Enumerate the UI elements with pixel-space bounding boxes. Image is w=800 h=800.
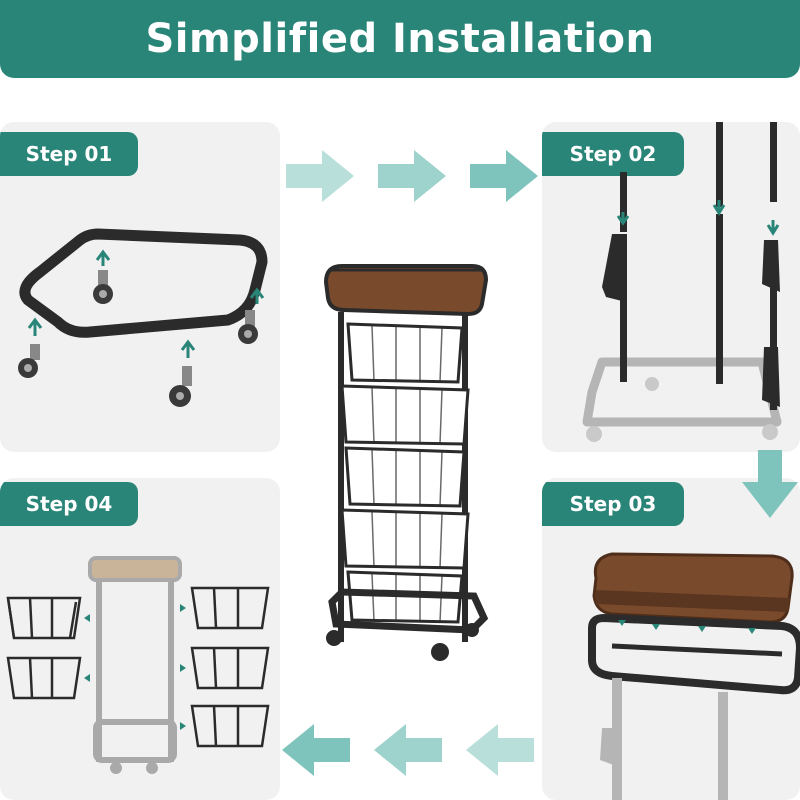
- title-banner: Simplified Installation: [0, 0, 800, 78]
- posts-assembly-illustration: [582, 122, 782, 442]
- step-04-label: Step 04: [25, 492, 113, 516]
- baskets-installation-illustration: [6, 556, 270, 774]
- step-03-panel: Step 03: [542, 478, 800, 800]
- step-04-panel: Step 04: [0, 478, 280, 800]
- caster-icon: [238, 287, 265, 344]
- caster-icon: [93, 249, 113, 304]
- page-title: Simplified Installation: [145, 16, 655, 62]
- arrow-right-icon: [470, 150, 538, 202]
- step-01-panel: Step 01: [0, 122, 280, 452]
- arrow-right-icon: [286, 150, 354, 202]
- step-03-tag: Step 03: [542, 482, 684, 526]
- arrow-left-icon: [466, 724, 534, 776]
- tabletop-installation-illustration: [588, 552, 800, 800]
- base-frame-with-casters-illustration: [18, 228, 268, 407]
- finished-cart-illustration: [323, 264, 489, 661]
- step-02-panel: Step 02: [542, 122, 800, 452]
- caster-icon: [18, 317, 43, 378]
- step-01-label: Step 01: [25, 142, 113, 166]
- caster-icon: [169, 339, 196, 407]
- step-01-tag: Step 01: [0, 132, 138, 176]
- arrow-left-icon: [282, 724, 350, 776]
- step-02-tag: Step 02: [542, 132, 684, 176]
- step-04-tag: Step 04: [0, 482, 138, 526]
- step-03-label: Step 03: [569, 492, 657, 516]
- arrow-left-icon: [374, 724, 442, 776]
- arrow-right-icon: [378, 150, 446, 202]
- arrow-down-icon: [742, 450, 798, 518]
- step-02-label: Step 02: [569, 142, 657, 166]
